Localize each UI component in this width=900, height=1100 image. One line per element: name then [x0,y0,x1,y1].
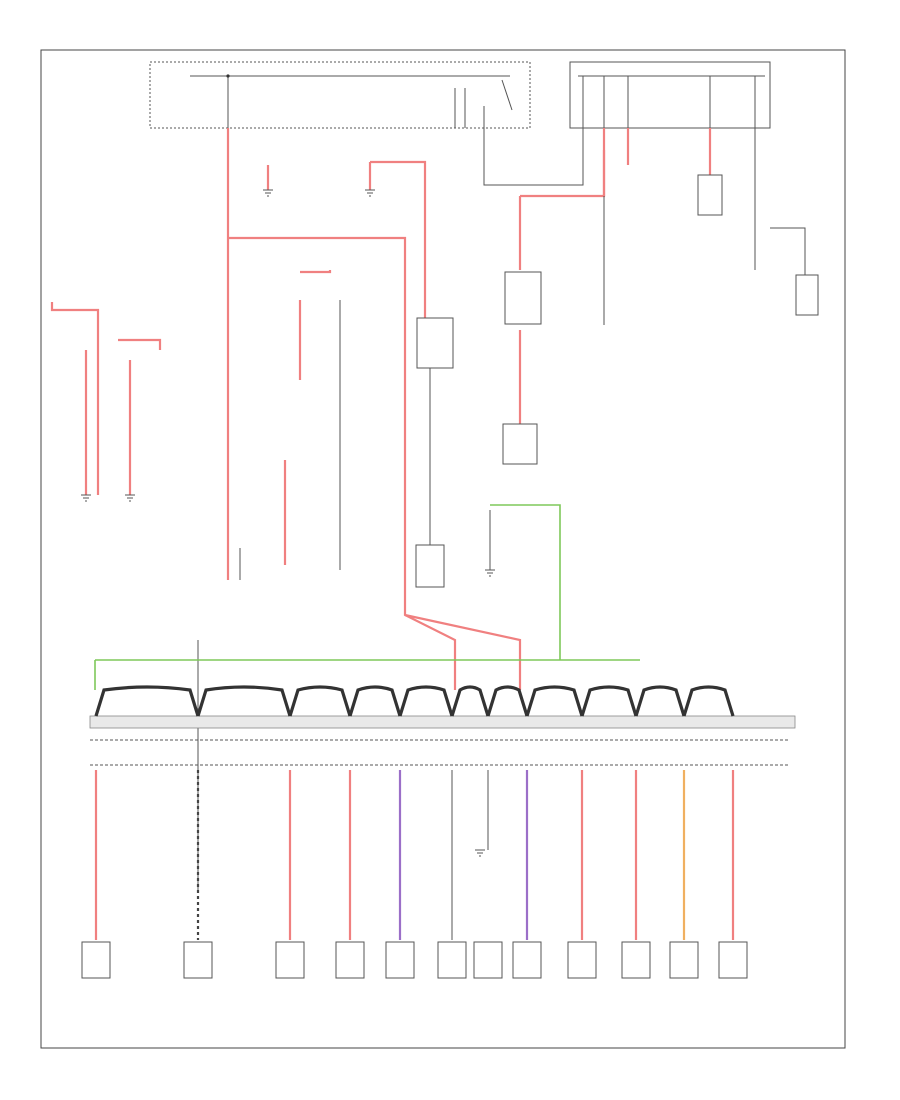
fuse-bus-loop [580,685,638,717]
fuse-bus-loops [94,685,735,717]
top-right-fuse-box [569,61,771,129]
fuse-bus-loop [288,685,352,717]
component-box [621,941,651,979]
top-left-fuse-box [149,61,531,129]
mid-components [415,174,819,588]
fuse-bus-loop [348,685,402,717]
fuse-bus-loop [682,685,735,717]
component-box [473,941,503,979]
component-box [183,941,213,979]
component-box [512,941,542,979]
fuse-bus-loop [525,685,584,717]
fuse-bus-loop [634,685,686,717]
ground-symbols [81,189,495,857]
fuse-bus-loop [196,685,292,717]
fuse-bus-loop [450,685,490,717]
fuse-drop-wires [94,770,735,940]
component-box [669,941,699,979]
green-wires [94,504,640,690]
fuse-bus-loop [398,685,454,717]
component-box [275,941,305,979]
bottom-components [81,941,748,979]
diagram-frame [40,49,846,1049]
fuse-bus-loop [486,685,529,717]
fuse-bus-loop [94,685,200,717]
component-box [385,941,415,979]
bottom-fuse-box [89,715,796,766]
component-box [81,941,111,979]
component-box [437,941,467,979]
red-wires [50,128,712,690]
component-box [567,941,597,979]
component-box [718,941,748,979]
component-box [335,941,365,979]
